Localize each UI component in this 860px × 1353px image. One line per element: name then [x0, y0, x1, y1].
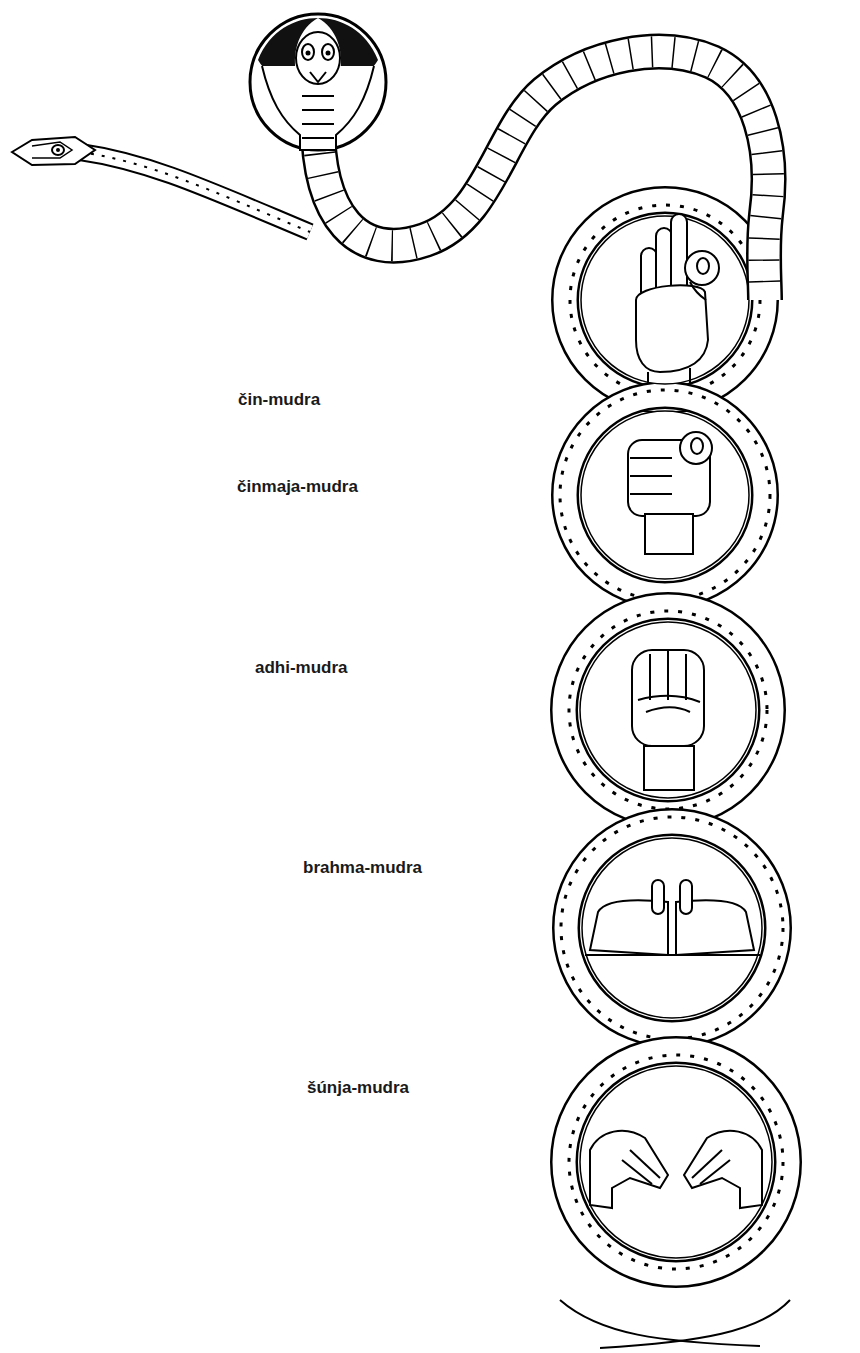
mudra-label: čin-mudra	[238, 390, 320, 410]
coil-ring	[560, 390, 770, 600]
mudra-label: adhi-mudra	[255, 658, 348, 678]
mudra-label: brahma-mudra	[303, 858, 422, 878]
coil-ring	[564, 606, 772, 814]
second-snake	[12, 137, 310, 232]
hand-chin-mudra	[636, 214, 719, 384]
hand-chinmaja-mudra	[628, 432, 712, 554]
coil-ring	[565, 200, 765, 400]
mudra-label: činmaja-mudra	[237, 477, 358, 497]
serpent-coils	[560, 200, 788, 1274]
coil-ring	[561, 817, 783, 1039]
cobra-hood	[250, 14, 386, 150]
mudra-label: šúnja-mudra	[307, 1078, 409, 1098]
hand-adhi-mudra	[632, 650, 704, 790]
hand-shunja-mudra	[590, 1131, 762, 1208]
coil-ring	[564, 1050, 788, 1274]
serpent-tail	[560, 1300, 790, 1348]
hand-brahma-mudra	[585, 880, 760, 955]
